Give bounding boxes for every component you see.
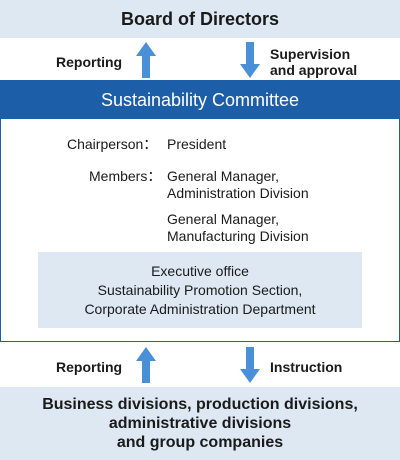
member1-line2: Administration Division [167, 185, 309, 201]
member1-line1: General Manager, [167, 168, 280, 184]
board-of-directors-box: Board of Directors [0, 0, 400, 38]
exec-line1: Executive office [151, 262, 249, 279]
exec-line2: Sustainability Promotion Section, [97, 281, 303, 298]
chairperson-value: President [167, 136, 227, 152]
executive-office-box: Executive office Sustainability Promotio… [38, 252, 362, 328]
chairperson-label: Chairperson： [67, 136, 158, 152]
board-title: Board of Directors [120, 8, 280, 29]
up-arrow-icon [136, 347, 156, 383]
divisions-line1: Business divisions, production divisions… [42, 396, 358, 413]
supervision-label-line1: Supervision [270, 46, 351, 62]
committee-title: Sustainability Committee [100, 89, 300, 110]
divisions-line3: and group companies [116, 434, 284, 451]
exec-line3: Corporate Administration Department [84, 300, 316, 317]
upper-reporting-label: Reporting [56, 54, 123, 70]
up-arrow-icon [136, 42, 156, 78]
divisions-box: Business divisions, production divisions… [0, 387, 400, 460]
member2-line1: General Manager, [167, 211, 280, 227]
lower-reporting-label: Reporting [56, 359, 123, 375]
divisions-line2: administrative divisions [108, 415, 292, 432]
down-arrow-icon [240, 42, 260, 78]
supervision-label-line2: and approval [270, 62, 358, 78]
member2-line2: Manufacturing Division [167, 228, 309, 244]
committee-header: Sustainability Committee [1, 81, 399, 119]
instruction-label: Instruction [270, 359, 343, 375]
sustainability-committee-box: Sustainability Committee [0, 80, 400, 342]
members-label: Members： [89, 168, 162, 184]
down-arrow-icon [240, 347, 260, 383]
